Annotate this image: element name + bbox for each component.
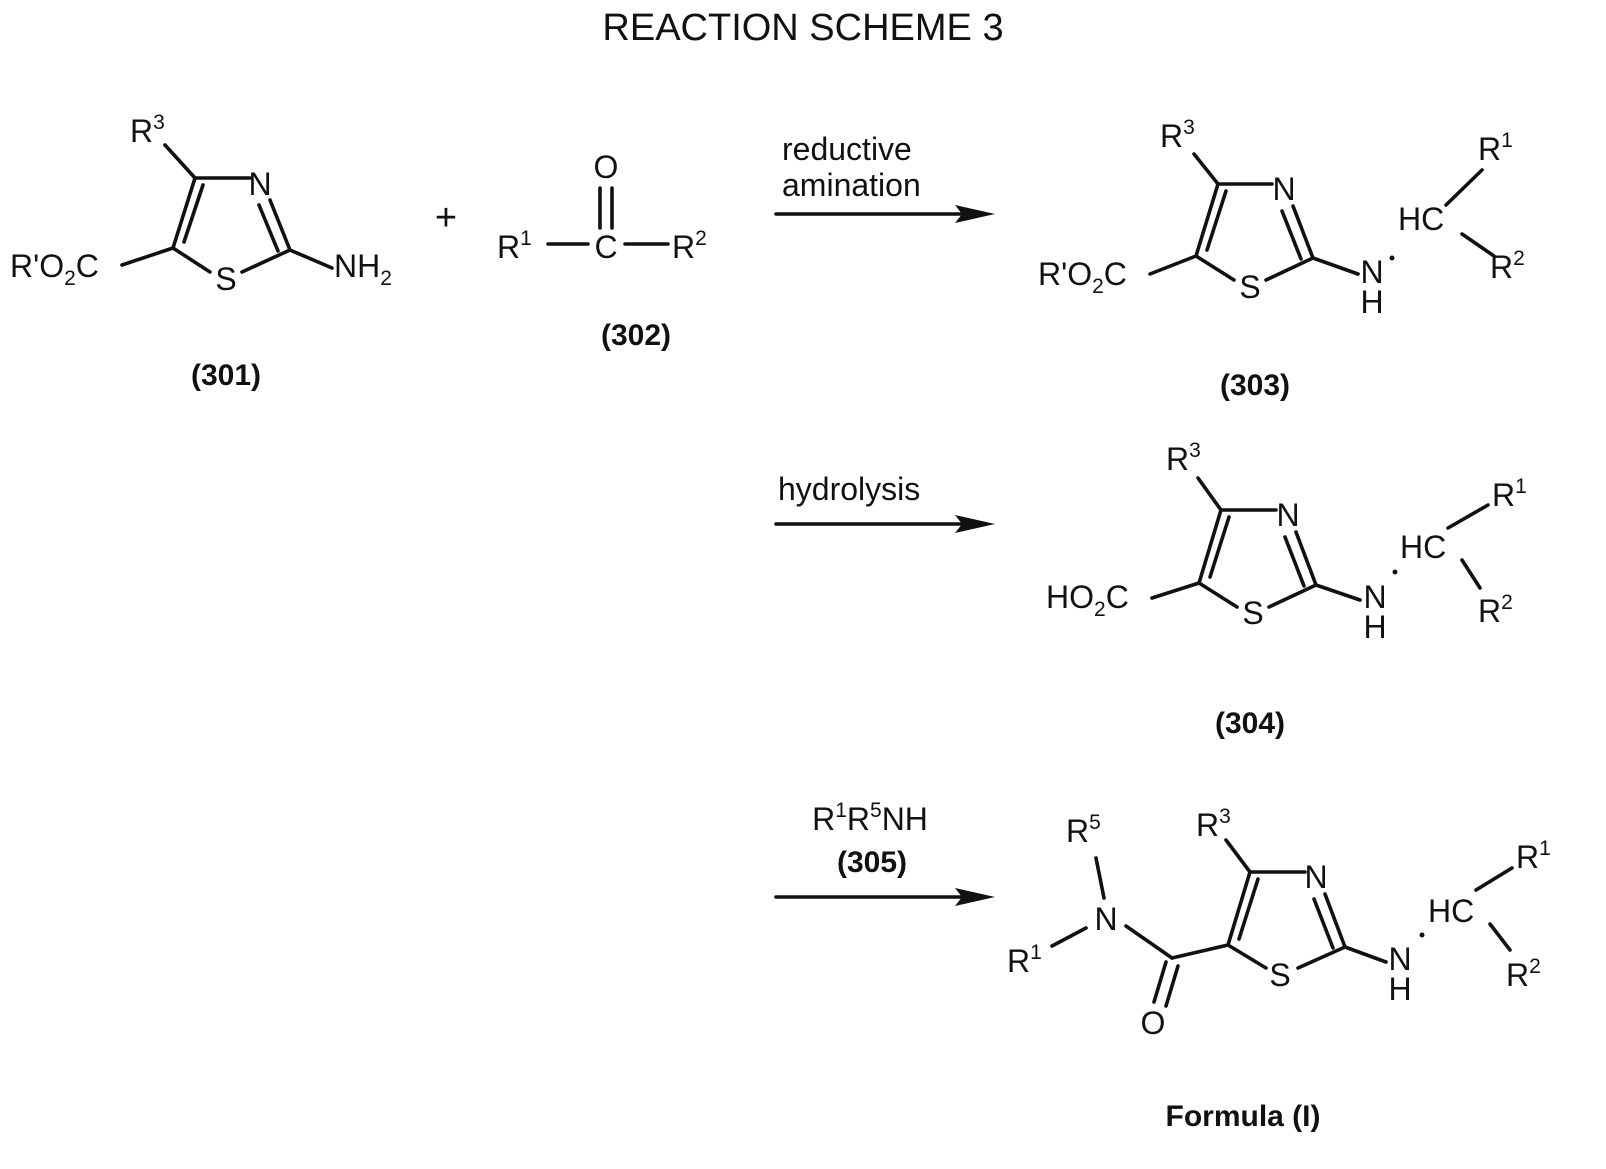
r2-label: R2 bbox=[1490, 247, 1525, 285]
ring-bond bbox=[1199, 583, 1237, 607]
substituent-bond bbox=[1448, 505, 1488, 528]
reaction-arrow-1: reductive amination bbox=[776, 131, 995, 223]
carbonyl-double-bond bbox=[1166, 966, 1178, 1006]
compound-304: R3 N S HO2C N H HC R1 R2 (304) bbox=[1046, 439, 1527, 740]
substituent-bond bbox=[1052, 928, 1086, 946]
substituent-bond bbox=[1226, 840, 1250, 872]
r1-amide-label: R1 bbox=[1007, 941, 1042, 979]
ring-bond bbox=[1269, 585, 1316, 607]
formula-label: Formula (I) bbox=[1166, 1100, 1321, 1133]
compound-number: (301) bbox=[191, 359, 261, 392]
ring-bond bbox=[1298, 947, 1345, 968]
substituent-bond bbox=[1198, 478, 1221, 510]
ring-double-bond-inner bbox=[1239, 879, 1258, 939]
ring-nitrogen: N bbox=[1276, 497, 1299, 533]
ring-bond bbox=[242, 250, 290, 272]
amide-bond bbox=[1172, 945, 1228, 958]
ring-sulfur: S bbox=[1239, 269, 1260, 305]
substituent-bond bbox=[1152, 583, 1199, 598]
compound-303: R3 N S R'O2C N H HC R1 R2 (303) bbox=[1038, 116, 1525, 402]
compound-number: (302) bbox=[601, 319, 671, 352]
amine-group: NH2 bbox=[334, 248, 392, 290]
amide-bond bbox=[1126, 926, 1172, 958]
stereo-dot bbox=[1393, 570, 1398, 575]
substituent-bond bbox=[165, 145, 195, 178]
stereo-dot bbox=[1390, 256, 1395, 261]
ring-nitrogen: N bbox=[1272, 171, 1295, 207]
amine-hydrogen: H bbox=[1360, 284, 1383, 320]
ring-double-bond-inner bbox=[184, 185, 203, 242]
carbonyl-oxygen: O bbox=[594, 149, 619, 185]
reaction-arrow-3: R1R5NH (305) bbox=[776, 799, 995, 906]
ring-bond bbox=[1266, 258, 1313, 280]
ring-double-bond-inner bbox=[1210, 517, 1229, 577]
methine-label: HC bbox=[1400, 529, 1446, 565]
substituent-bond bbox=[1316, 585, 1360, 600]
r3-label: R3 bbox=[1196, 805, 1231, 843]
substituent-bond bbox=[1476, 868, 1512, 890]
r1-label: R1 bbox=[1516, 837, 1551, 875]
ring-sulfur: S bbox=[1269, 957, 1290, 993]
methine-label: HC bbox=[1398, 201, 1444, 237]
compound-number: (304) bbox=[1215, 707, 1285, 740]
ring-sulfur: S bbox=[215, 261, 236, 297]
plus-sign: + bbox=[435, 197, 457, 239]
arrow-condition: reductive bbox=[782, 131, 912, 167]
carbonyl-double-bond bbox=[1154, 962, 1166, 1002]
stereo-dot bbox=[1420, 933, 1425, 938]
r3-label: R3 bbox=[1166, 439, 1201, 477]
compound-number: (303) bbox=[1220, 369, 1290, 402]
ring-double-bond-inner bbox=[1207, 191, 1226, 250]
arrow-reagent: R1R5NH bbox=[812, 799, 928, 837]
amine-hydrogen: H bbox=[1388, 971, 1411, 1007]
amine-hydrogen: H bbox=[1363, 609, 1386, 645]
ester-group: R'O2C bbox=[1038, 256, 1127, 298]
r3-label: R3 bbox=[1160, 116, 1195, 154]
substituent-bond bbox=[1345, 947, 1386, 962]
r1-label: R1 bbox=[1492, 475, 1527, 513]
ring-nitrogen: N bbox=[248, 166, 271, 202]
ester-group: R'O2C bbox=[10, 248, 99, 290]
amide-oxygen: O bbox=[1141, 1005, 1166, 1041]
arrow-condition: amination bbox=[782, 167, 921, 203]
ring-nitrogen: N bbox=[1304, 859, 1327, 895]
acid-group: HO2C bbox=[1046, 579, 1129, 621]
substituent-bond bbox=[1194, 154, 1218, 184]
r2-label: R2 bbox=[672, 227, 707, 265]
r1-label: R1 bbox=[497, 227, 532, 265]
ring-bond bbox=[173, 248, 210, 272]
r1-label: R1 bbox=[1478, 129, 1513, 167]
substituent-bond bbox=[1313, 258, 1358, 274]
substituent-bond bbox=[122, 248, 173, 265]
reagent-compound-number: (305) bbox=[837, 846, 907, 879]
ring-sulfur: S bbox=[1242, 595, 1263, 631]
methine-label: HC bbox=[1428, 893, 1474, 929]
substituent-bond bbox=[1096, 858, 1104, 898]
ring-bond bbox=[1196, 256, 1234, 280]
arrow-condition: hydrolysis bbox=[778, 471, 920, 507]
substituent-bond bbox=[1446, 170, 1482, 205]
compound-302: O C R1 R2 (302) bbox=[497, 149, 707, 352]
r5-label: R5 bbox=[1066, 811, 1101, 849]
carbonyl-carbon: C bbox=[594, 229, 617, 265]
substituent-bond bbox=[290, 250, 332, 268]
ring-bond bbox=[1228, 945, 1266, 968]
substituent-bond bbox=[1150, 256, 1196, 274]
formula-i: R5 N R1 O R3 N S N H HC R1 R2 Formula (I… bbox=[1007, 805, 1551, 1133]
reaction-arrow-2: hydrolysis bbox=[776, 471, 995, 533]
substituent-bond bbox=[1490, 924, 1510, 950]
r3-label: R3 bbox=[130, 111, 165, 149]
r2-label: R2 bbox=[1478, 591, 1513, 629]
amide-nitrogen: N bbox=[1094, 901, 1117, 937]
substituent-bond bbox=[1462, 560, 1480, 588]
r2-label: R2 bbox=[1506, 955, 1541, 993]
scheme-title: REACTION SCHEME 3 bbox=[602, 7, 1003, 49]
compound-301: R3 N S R'O2C NH2 (301) bbox=[10, 111, 392, 392]
